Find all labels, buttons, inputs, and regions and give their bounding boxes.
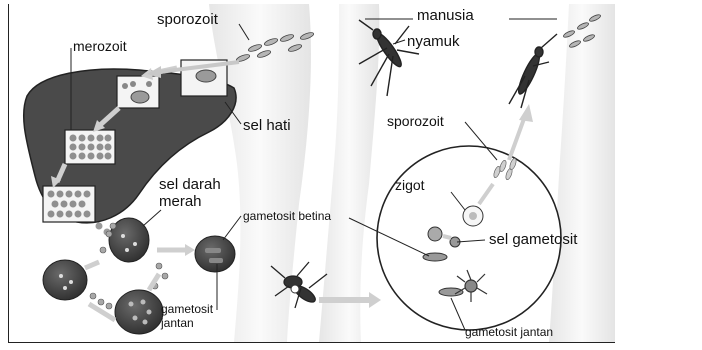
label-gametosit-betina: gametosit betina	[243, 210, 331, 222]
mosquito-leaving	[509, 34, 557, 108]
human-leg-middle	[319, 4, 379, 342]
label-sel-gametosit: sel gametosit	[489, 232, 577, 247]
label-gametosit-jantan-left: gametosit jantan	[161, 302, 213, 331]
label-zigot: zigot	[395, 178, 425, 192]
label-gametosit-jantan-bottom: gametosit jantan	[465, 326, 553, 338]
label-sporozoit-top: sporozoit	[157, 12, 218, 27]
diagram-canvas	[9, 4, 615, 342]
human-leg-right	[549, 4, 615, 342]
liver-cell-block-middle	[65, 130, 115, 164]
label-sel-hati: sel hati	[243, 118, 291, 133]
label-manusia: manusia	[417, 8, 474, 23]
label-sporozoit-right: sporozoit	[387, 114, 444, 128]
label-sel-darah-merah: sel darah merah	[159, 176, 221, 211]
label-nyamuk: nyamuk	[407, 34, 460, 49]
label-merozoit: merozoit	[73, 39, 127, 53]
malaria-life-cycle-diagram: manusia sporozoit nyamuk merozoit sel ha…	[8, 4, 615, 343]
